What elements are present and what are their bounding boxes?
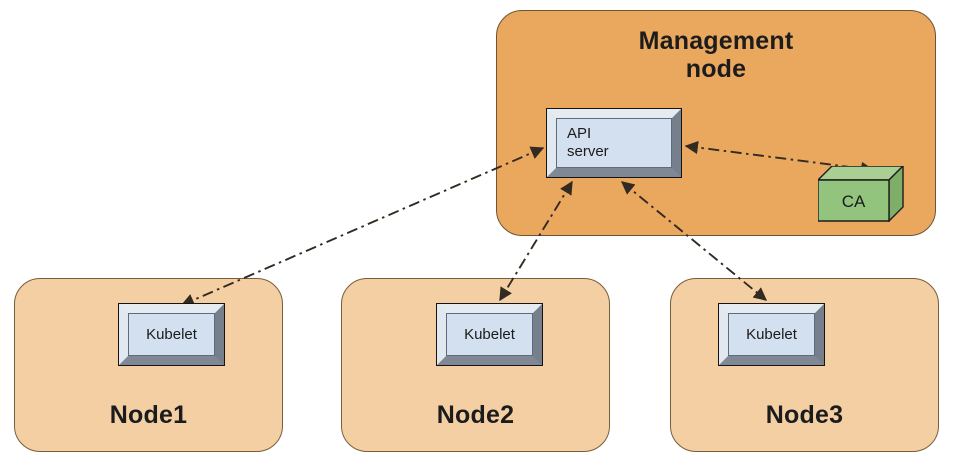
kubelet-node-3-label: Kubelet	[746, 325, 797, 343]
api-server-face: API server	[556, 118, 672, 168]
node-1-title: Node1	[109, 401, 188, 429]
node-3-title: Node3	[765, 401, 844, 429]
kubelet-node-2-face: Kubelet	[446, 313, 533, 356]
kubelet-node-3-box[interactable]: Kubelet	[718, 303, 825, 366]
ca-cuboid-shape	[818, 166, 904, 222]
kubelet-node-3-bevel	[719, 304, 824, 365]
kubelet-node-3-face: Kubelet	[728, 313, 815, 356]
node-2-title: Node2	[436, 401, 515, 429]
kubelet-node-1-box[interactable]: Kubelet	[118, 303, 225, 366]
kubelet-node-2-bevel	[437, 304, 542, 365]
kubelet-node-1-bevel	[119, 304, 224, 365]
api-server-bevel	[547, 109, 681, 177]
api-server-label: API server	[567, 125, 609, 160]
management-node-title: Management node	[638, 27, 794, 83]
certificate-authority-box[interactable]: CA	[818, 166, 904, 222]
api-server-box[interactable]: API server	[546, 108, 682, 178]
kubelet-node-2-label: Kubelet	[464, 325, 515, 343]
ca-label: CA	[841, 192, 866, 211]
kubelet-node-1-face: Kubelet	[128, 313, 215, 356]
kubelet-node-2-box[interactable]: Kubelet	[436, 303, 543, 366]
kubelet-node-1-label: Kubelet	[146, 325, 197, 343]
